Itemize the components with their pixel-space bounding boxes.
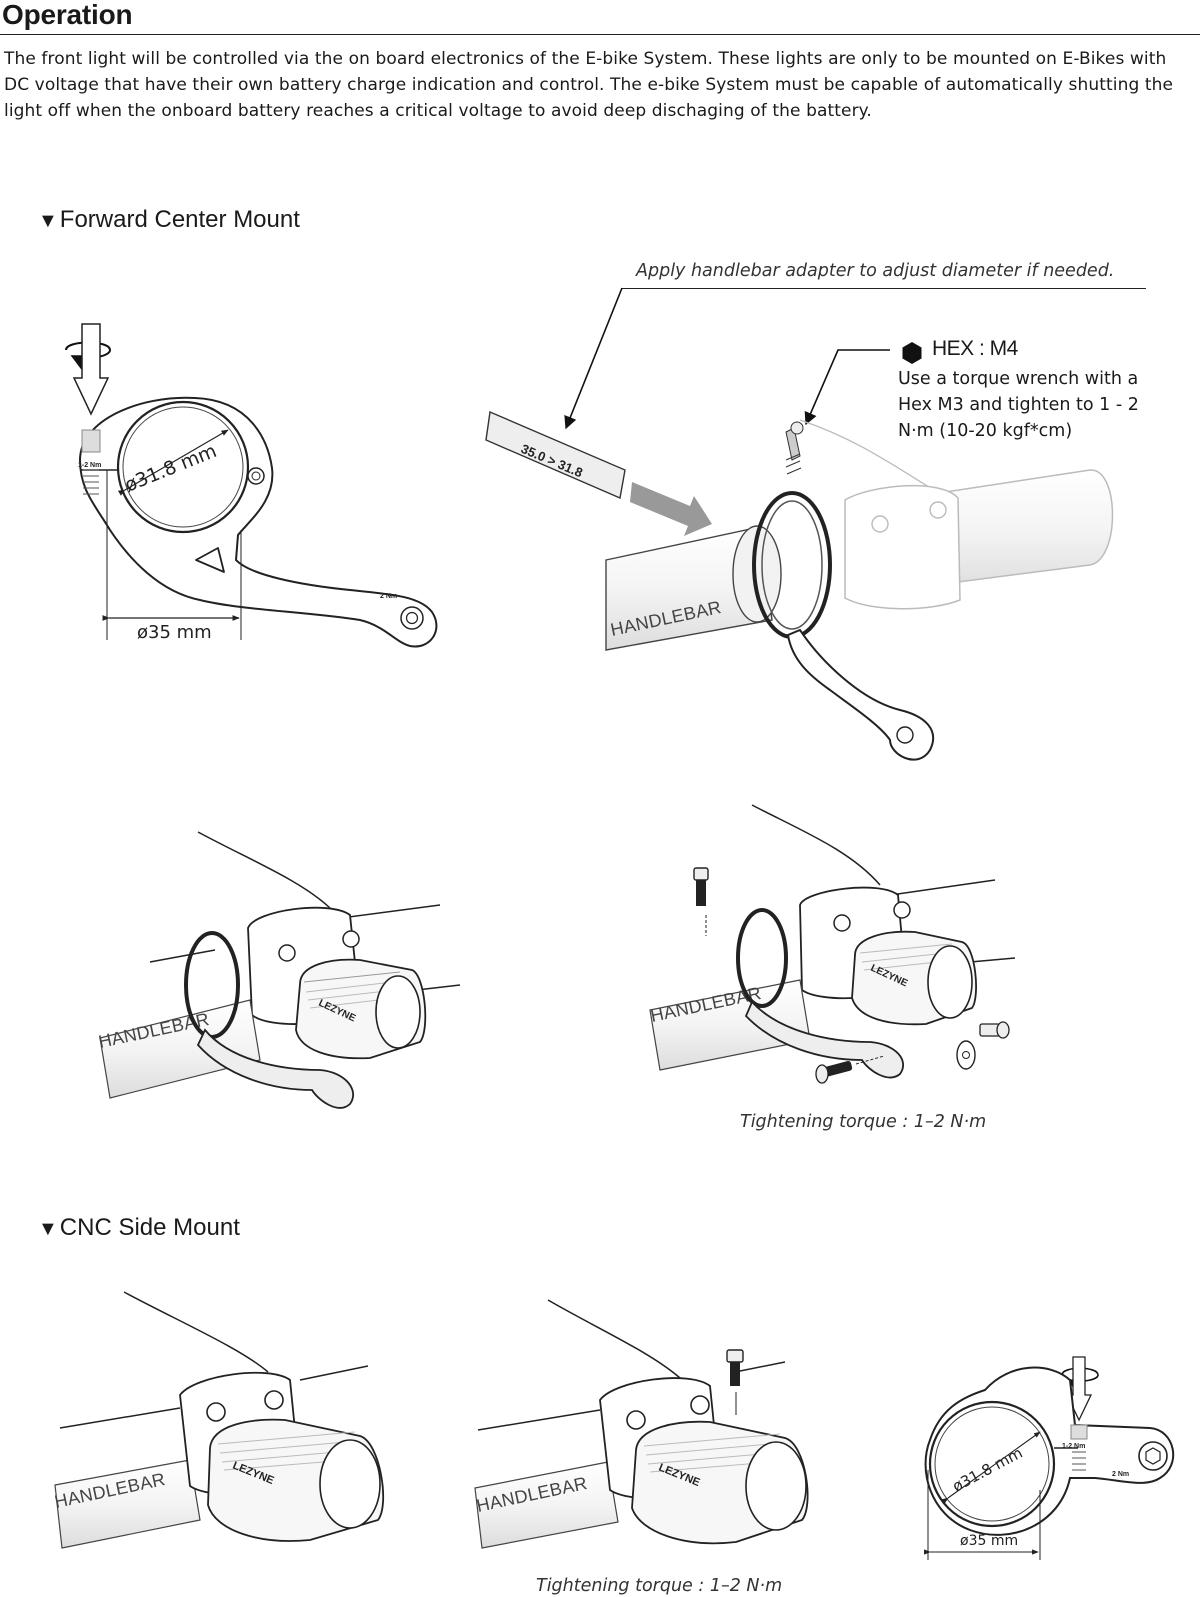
hex-icon (902, 342, 922, 364)
adapter-note: Apply handlebar adapter to adjust diamet… (636, 261, 1115, 281)
section-forward-center-mount: ▼Forward Center Mount (38, 206, 300, 235)
torque-small-label: 1-2 Nm (1062, 1443, 1085, 1450)
section-cnc-side-mount: ▼CNC Side Mount (38, 1214, 240, 1243)
hex-instruction: Use a torque wrench with a Hex M3 and ti… (898, 369, 1139, 441)
page-title: Operation (2, 0, 133, 30)
adapter-note-underline (622, 288, 1146, 289)
torque-arm-label: 2 Nm (1112, 1471, 1129, 1478)
intro-paragraph: The front light will be controlled via t… (4, 49, 1174, 121)
outer-diameter-label: ø35 mm (960, 1533, 1018, 1549)
torque-small-label: 1-2 Nm (78, 462, 101, 469)
forward-mount-exploded: HANDLEBAR LEZYNE (649, 804, 1016, 1084)
title-divider (0, 34, 1200, 35)
side-clamp-dimension-diagram: 1-2 Nm 2 Nm ø31.8 mm ø35 mm (924, 1356, 1175, 1560)
adapter-install-diagram: 35.0 > 31.8 HANDLEBAR (485, 287, 1114, 761)
forward-mount-assembled: HANDLEBAR LEZYNE (97, 831, 461, 1109)
section-triangle-icon: ▼ (38, 210, 58, 232)
side-mount-bolt: HANDLEBAR LEZYNE (474, 1299, 809, 1549)
tightening-torque-note: Tightening torque : 1–2 N·m (536, 1576, 783, 1596)
down-arrow-icon (72, 323, 110, 416)
section-title: CNC Side Mount (59, 1214, 240, 1241)
hex-label: HEX : M4 (932, 337, 1018, 360)
section-triangle-icon: ▼ (38, 1218, 58, 1240)
tightening-torque-note: Tightening torque : 1–2 N·m (740, 1112, 987, 1132)
side-mount-assembled: HANDLEBAR LEZYNE (53, 1291, 385, 1549)
torque-arm-label: 2 Nm (380, 593, 397, 600)
section-title: Forward Center Mount (59, 206, 300, 233)
outer-diameter-label: ø35 mm (137, 622, 212, 643)
clamp-dimension-diagram: 1-2 Nm 2 Nm ø31.8 mm ø35 mm (65, 323, 438, 648)
